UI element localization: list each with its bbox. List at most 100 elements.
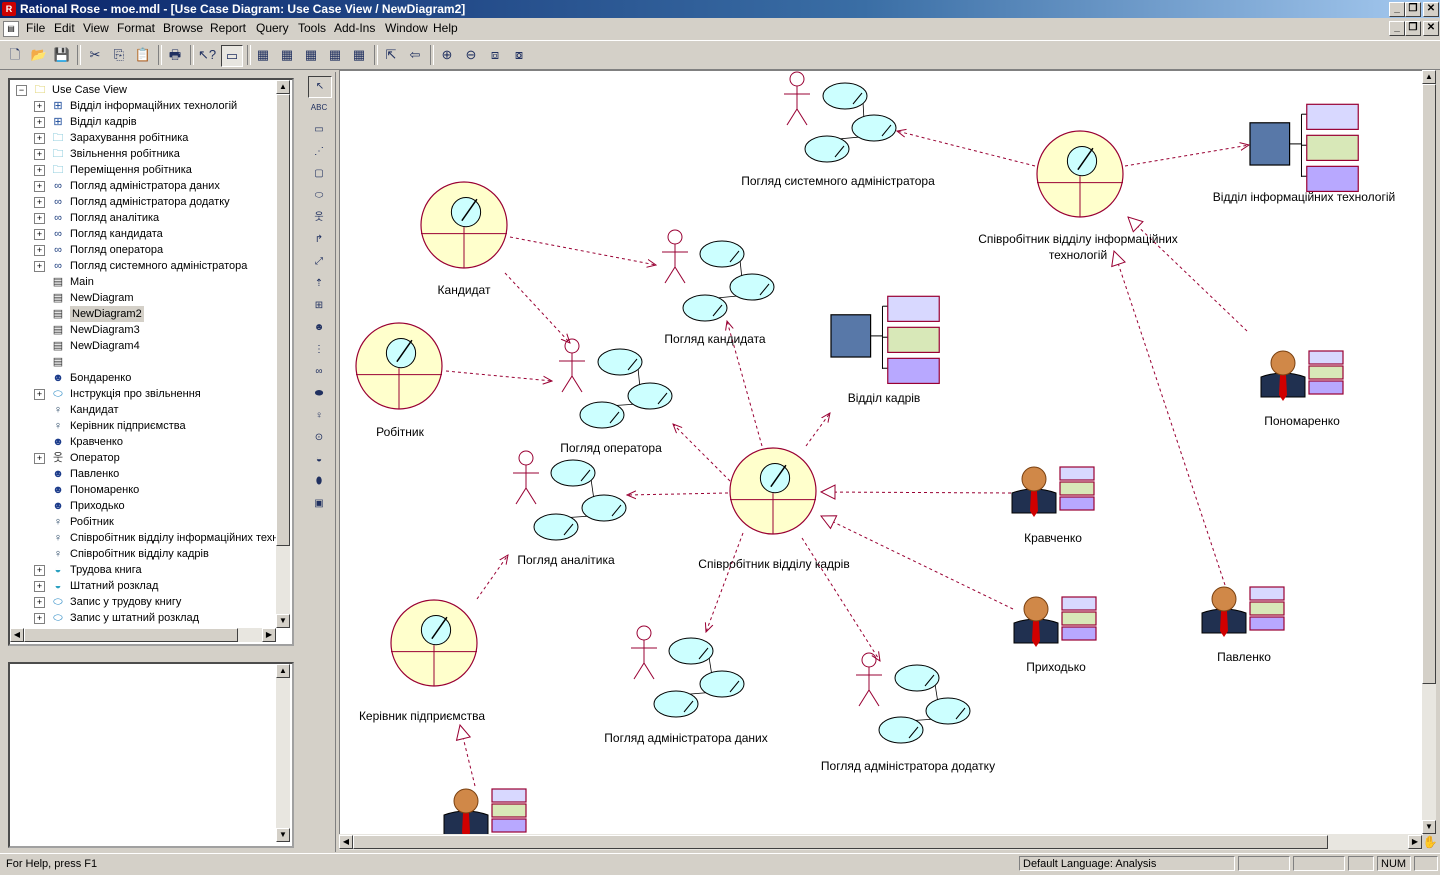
collaboration-usecase[interactable] (894, 664, 940, 692)
actor-leg-right[interactable] (796, 108, 808, 126)
business-actor-head[interactable] (385, 337, 417, 369)
actor-leg-left[interactable] (664, 266, 676, 284)
usecase-tool-icon[interactable]: ⬭ (314, 190, 324, 201)
business-actor-slash[interactable] (461, 198, 478, 222)
data-admin-view-collaboration[interactable] (631, 625, 745, 718)
maximize-button[interactable]: ❐ (1405, 2, 1421, 17)
worker-head[interactable] (1023, 596, 1049, 622)
usecase-ellipse[interactable] (851, 114, 897, 142)
expand-icon[interactable]: + (34, 197, 45, 208)
scroll-thumb[interactable] (276, 94, 290, 546)
tree-item[interactable]: ♀Співробітник відділу інформаційних техн (10, 530, 278, 546)
collaboration-usecase[interactable] (729, 273, 775, 301)
business-actor-slash[interactable] (431, 616, 448, 640)
collaboration-tool-icon[interactable]: ∞ (315, 366, 323, 377)
gen-kravchenko-hr[interactable] (821, 492, 1012, 493)
canvas-v-thumb[interactable] (1422, 84, 1436, 684)
expand-icon[interactable]: + (34, 597, 45, 608)
expand-icon[interactable]: + (34, 213, 45, 224)
usecase-ellipse[interactable] (627, 382, 673, 410)
usecase-ellipse[interactable] (597, 348, 643, 376)
menu-file[interactable]: File (26, 21, 46, 35)
tree-item[interactable]: +🗀Звільнення робітника (10, 146, 276, 162)
tree-item[interactable]: +⬭Запис у трудову книгу (10, 594, 276, 610)
sysadmin-view-collaboration[interactable] (784, 71, 897, 163)
browse-component-diagram-icon[interactable]: ▦ (304, 47, 318, 62)
subsystem-compartment[interactable] (1306, 103, 1359, 130)
domain-tool-icon[interactable]: ▣ (314, 498, 324, 509)
doc-vertical-scrollbar[interactable]: ▲ ▼ (276, 664, 290, 842)
print-icon[interactable]: 🖶 (168, 47, 182, 62)
usecase-ellipse[interactable] (653, 690, 699, 718)
documentation-pane[interactable]: ▲ ▼ (8, 662, 294, 848)
app-icon[interactable]: R (2, 2, 16, 16)
hr-worker-business-actor[interactable] (729, 447, 817, 535)
generalization-tool-icon[interactable]: ⇡ (314, 278, 324, 289)
fit-in-window-icon[interactable]: ⧈ (490, 47, 500, 62)
tree-horizontal-scrollbar[interactable]: ◀ ▶ (10, 628, 276, 642)
business-entity-tool-icon[interactable]: ◒ (315, 454, 323, 465)
tree-item[interactable]: ▤NewDiagram (10, 290, 276, 306)
usecase-ellipse[interactable] (668, 637, 714, 665)
analyst-view-collaboration[interactable] (513, 450, 627, 541)
collaboration-usecase[interactable] (699, 240, 745, 268)
usecase-slash[interactable] (627, 358, 638, 371)
menu-report[interactable]: Report (210, 21, 247, 35)
menu-query[interactable]: Query (256, 21, 289, 35)
worker-tie[interactable] (462, 813, 470, 835)
tree-item[interactable]: +⬭Інструкція про звільнення (10, 386, 276, 402)
tree-item[interactable]: ☻Кравченко (10, 434, 276, 450)
usecase-slash[interactable] (955, 707, 966, 720)
expand-icon[interactable]: + (34, 117, 45, 128)
doc-restore-button[interactable]: ❐ (1405, 21, 1421, 36)
actor-leg-right[interactable] (868, 689, 880, 707)
business-actor-head[interactable] (420, 614, 452, 646)
collaboration-usecase[interactable] (925, 697, 971, 725)
usecase-ellipse[interactable] (894, 664, 940, 692)
actor-leg-left[interactable] (858, 689, 870, 707)
tree-item[interactable]: ☻Бондаренко (10, 370, 276, 386)
subsystem-main-box[interactable] (830, 314, 872, 358)
subsystem-compartment[interactable] (887, 295, 940, 322)
subsystem-compartment[interactable] (887, 357, 940, 385)
scroll-up-button[interactable]: ▲ (276, 80, 290, 94)
worker-compartment[interactable] (1308, 365, 1344, 380)
collaboration-actor[interactable] (784, 71, 810, 126)
worker-compartment[interactable] (491, 803, 527, 818)
expand-icon[interactable]: + (34, 453, 45, 464)
dep-candidate-operator[interactable] (504, 272, 570, 343)
collaboration-usecase[interactable] (627, 382, 673, 410)
business-actor-head[interactable] (759, 462, 791, 494)
actor-head[interactable] (667, 229, 683, 245)
dep-hr-dataadmin[interactable] (706, 532, 744, 632)
menu-browse[interactable]: Browse (163, 21, 204, 35)
note-tool-icon[interactable]: ▭ (314, 124, 324, 135)
collaboration-usecase[interactable] (699, 670, 745, 698)
usecase-ellipse[interactable] (804, 135, 850, 163)
worker-compartment[interactable] (491, 788, 527, 803)
worker-business-actor[interactable] (355, 322, 443, 410)
director-business-actor[interactable] (390, 599, 478, 687)
browse-class-diagram-icon[interactable]: ▦ (256, 47, 270, 62)
collapse-icon[interactable]: − (16, 85, 27, 96)
canvas-scroll-down-button[interactable]: ▼ (1422, 820, 1436, 834)
menu-view[interactable]: View (83, 21, 109, 35)
collaboration-usecase[interactable] (668, 637, 714, 665)
collaboration-usecase[interactable] (878, 716, 924, 744)
tree-item[interactable]: ▤NewDiagram3 (10, 322, 276, 338)
prykhodko-worker[interactable] (1013, 596, 1097, 647)
tree-item[interactable]: +🗀Переміщення робітника (10, 162, 276, 178)
expand-icon[interactable]: + (34, 581, 45, 592)
browse-state-diagram-icon[interactable]: ▦ (328, 47, 342, 62)
dep-worker-operator[interactable] (445, 370, 552, 381)
save-icon[interactable]: 💾 (53, 47, 71, 62)
actor-leg-right[interactable] (643, 662, 655, 680)
usecase-ellipse[interactable] (925, 697, 971, 725)
worker-compartment[interactable] (1061, 596, 1097, 611)
worker-compartment[interactable] (1059, 466, 1095, 481)
usecase-slash[interactable] (908, 726, 919, 739)
actor-head[interactable] (518, 450, 534, 466)
new-file-icon[interactable]: 🗋 (9, 47, 21, 62)
business-actor-head[interactable] (450, 196, 482, 228)
